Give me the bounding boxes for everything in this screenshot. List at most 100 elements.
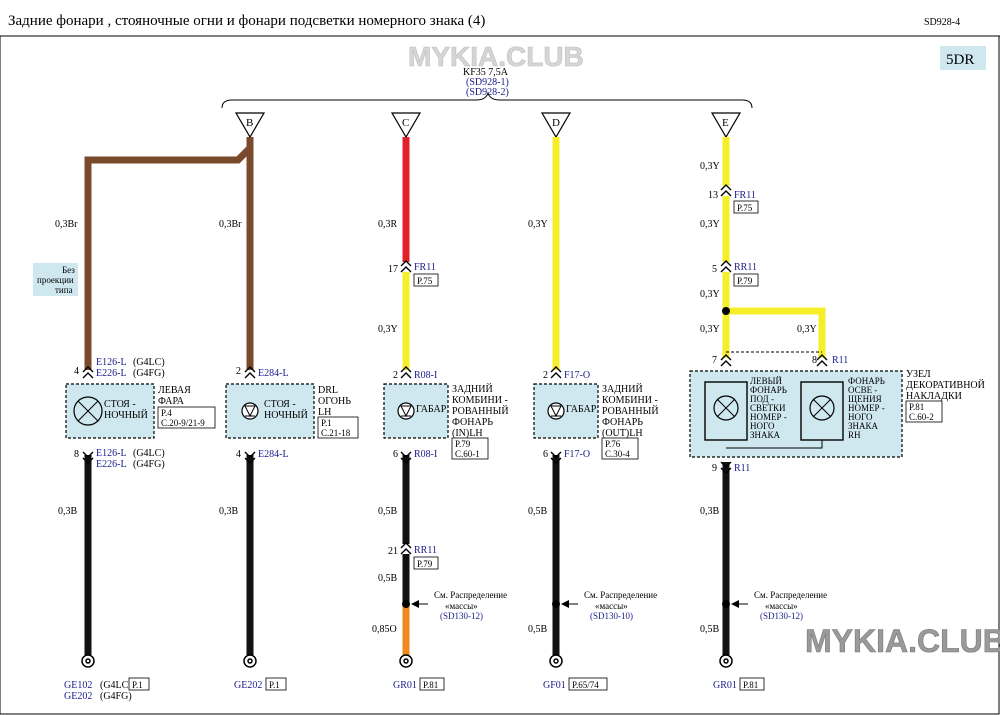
c5-rr-conn: RR11 (734, 262, 757, 273)
connector-c: C (390, 112, 422, 139)
c5-ref-2: C.60-2 (909, 412, 934, 422)
svg-text:НОМЕР -: НОМЕР - (750, 412, 787, 422)
c5-name-3: НАКЛАДКИ (906, 391, 962, 402)
svg-text:ЩЕНИЯ: ЩЕНИЯ (848, 394, 882, 404)
connector-d: D (540, 112, 572, 139)
svg-text:RH: RH (848, 430, 861, 440)
c4-gnd-note-1: См. Распределение (584, 590, 657, 600)
c3-gnd-note-3: (SD130-12) (440, 611, 483, 621)
c1-conn-top-2: E226-L (96, 368, 127, 379)
watermark-bottom: MYKIA.CLUB (805, 623, 1000, 659)
svg-text:(G4LC): (G4LC) (133, 448, 165, 459)
svg-text:B: B (246, 117, 253, 129)
svg-text:ГАБАР: ГАБАР (416, 404, 447, 415)
svg-text:НОЧНЫЙ: НОЧНЫЙ (104, 409, 148, 421)
c2-pin-bottom: 4 (236, 449, 241, 460)
variant-label: 5DR (946, 52, 974, 68)
c3-name-1: ЗАДНИЙ (452, 383, 493, 395)
svg-text:СТОЯ -: СТОЯ - (104, 399, 136, 410)
c4-wire-b2: 0,5B (528, 624, 548, 635)
c4-gnd-note-2: «массы» (595, 601, 628, 611)
pin-chevrons (82, 354, 828, 474)
c5-fr-conn: FR11 (734, 190, 756, 201)
svg-text:(G4LC): (G4LC) (133, 357, 165, 368)
c3-wire-b3: 0,85O (372, 624, 397, 635)
c5-pin-fr: 13 (708, 190, 718, 201)
svg-text:C: C (402, 117, 409, 129)
c4-pin-top: 2 (543, 370, 548, 381)
c5-fr-ref: P.75 (737, 203, 753, 213)
c1-note-1: Без (62, 265, 75, 275)
fuse-name: KF35 7,5A (463, 67, 509, 78)
c5-ground-ref: P.81 (743, 680, 758, 690)
c3-fr-ref: P.75 (417, 276, 433, 286)
page-title: Задние фонари , стояночные огни и фонари… (8, 13, 485, 29)
c5-wire-branch: 0,3Y (797, 324, 817, 335)
c5-wire-3: 0,3Y (700, 289, 720, 300)
c2-name-3: LH (318, 407, 331, 418)
c5-pin-bottom: 9 (712, 463, 717, 474)
page-code: SD928-4 (924, 17, 960, 28)
svg-text:(G4FG): (G4FG) (100, 691, 132, 702)
c5-ref-1: P.81 (909, 402, 924, 412)
c5-wire-b1: 0,3B (700, 506, 720, 517)
c1-ground-1: GE102 (64, 680, 92, 691)
watermark-top: MYKIA.CLUB (408, 41, 584, 72)
c5-conn-bottom: R11 (734, 463, 750, 474)
svg-text:ГАБАР: ГАБАР (566, 404, 597, 415)
svg-text:СТОЯ -: СТОЯ - (264, 399, 296, 410)
c2-conn-top: E284-L (258, 368, 289, 379)
c5-wire-top: 0,3Y (700, 161, 720, 172)
c3-rr-conn: RR11 (414, 545, 437, 556)
c5-rr-ref: P.79 (737, 276, 753, 286)
c3-wire-top: 0,3R (378, 219, 398, 230)
fuse-ref-2: (SD928-2) (466, 87, 509, 98)
wire-c5-branch (726, 307, 826, 358)
c2-conn-bottom: E284-L (258, 449, 289, 460)
c4-name-4: ФОНАРЬ (602, 417, 643, 428)
c5-pin-8: 8 (812, 355, 817, 366)
connector-b: B (234, 112, 266, 139)
c3-gnd-note-1: См. Распределение (434, 590, 507, 600)
c4-name-2: КОМБИНИ - (602, 395, 658, 406)
c5-pin-rr: 5 (712, 264, 717, 275)
c2-ground: GE202 (234, 680, 262, 691)
inline-connectors (400, 184, 732, 555)
c5-wire-2: 0,3Y (700, 219, 720, 230)
c2-ref-2: C.21-18 (321, 428, 351, 438)
c1-ground-ref: P.1 (132, 680, 143, 690)
component-c1: СТОЯ - НОЧНЫЙ (65, 383, 155, 439)
wire-c1-brown (84, 137, 254, 370)
c2-wire-top: 0,3Br (219, 219, 242, 230)
c2-ref-1: P.1 (321, 418, 332, 428)
splice-dot-c5 (722, 307, 730, 315)
c4-gnd-note-3: (SD130-10) (590, 611, 633, 621)
c5-pin-7: 7 (712, 355, 717, 366)
c3-rr-ref: P.79 (417, 559, 433, 569)
svg-text:E126-L: E126-L (96, 448, 127, 459)
c1-name-2: ФАРА (158, 396, 185, 407)
c4-pin-bottom: 6 (543, 449, 548, 460)
variant-badge (940, 46, 986, 70)
c5-name-2: ДЕКОРАТИВНОЙ (906, 379, 985, 391)
c3-pin-fr: 17 (388, 264, 398, 275)
c5-lamp-right-1: ФОНАРЬ (848, 376, 885, 386)
c4-name-5: (OUT)LH (602, 428, 643, 439)
c4-ground-ref: P.65/74 (572, 680, 599, 690)
c2-pin-top: 2 (236, 366, 241, 377)
c3-conn-bottom: R08-I (414, 449, 437, 460)
c4-conn-top: F17-O (564, 370, 590, 381)
svg-text:E: E (722, 117, 729, 129)
c3-wire-b2: 0,5B (378, 573, 398, 584)
c1-ground-2: GE202 (64, 691, 92, 702)
c3-name-4: ФОНАРЬ (452, 417, 493, 428)
svg-text:(G4LC): (G4LC) (100, 680, 132, 691)
c2-wire-bottom: 0,3B (219, 506, 239, 517)
c2-ground-ref: P.1 (269, 680, 280, 690)
splice-dot-c3 (402, 600, 410, 608)
c4-ground: GF01 (543, 680, 566, 691)
c3-ground-ref: P.81 (423, 680, 438, 690)
c1-note-box (33, 263, 78, 296)
c1-wire-top: 0,3Br (55, 219, 78, 230)
